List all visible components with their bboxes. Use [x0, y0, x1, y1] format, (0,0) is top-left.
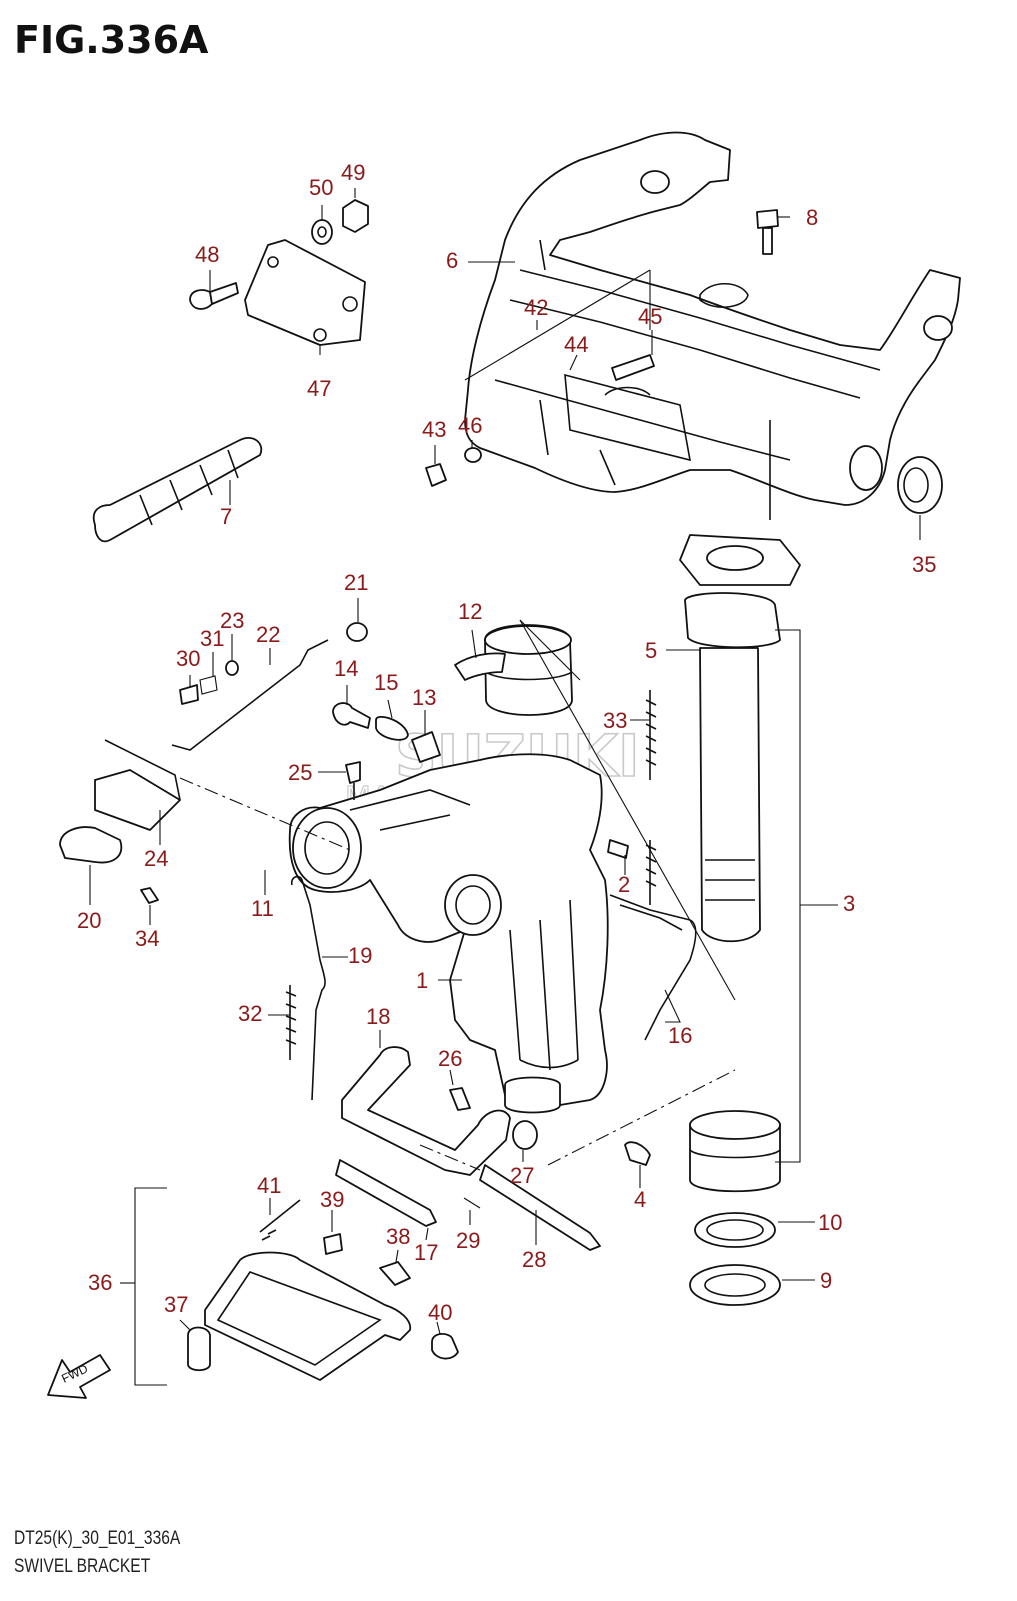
callout-2: 2: [618, 872, 630, 897]
callout-24: 24: [144, 846, 168, 871]
callout-1: 1: [416, 968, 428, 993]
part-47-plate: [189, 199, 369, 346]
part-36-tilt-lever: [187, 1199, 459, 1381]
callout-17: 17: [414, 1240, 438, 1265]
callout-49: 49: [341, 160, 365, 185]
part-19-rod: [285, 875, 326, 1101]
part-7-grip: [92, 437, 263, 543]
callout-43: 43: [422, 417, 446, 442]
leader-lines: [89, 188, 921, 1386]
part-24-bracket: [59, 739, 181, 904]
callout-4: 4: [634, 1187, 646, 1212]
callout-25: 25: [288, 760, 312, 785]
callout-12: 12: [458, 599, 482, 624]
callout-6: 6: [446, 248, 458, 273]
callout-46: 46: [458, 413, 482, 438]
callout-10: 10: [818, 1210, 842, 1235]
diagram-code: DT25(K)_30_E01_336A: [14, 1528, 181, 1549]
part-5-steering-shaft: [679, 534, 801, 943]
callout-35: 35: [912, 552, 936, 577]
callout-42: 42: [524, 295, 548, 320]
callout-8: 8: [806, 205, 818, 230]
figure-title: FIG.336A: [14, 18, 209, 62]
construction-lines: [179, 269, 736, 1171]
callout-3: 3: [843, 891, 855, 916]
callout-48: 48: [195, 242, 219, 267]
callout-33: 33: [603, 708, 627, 733]
part-4-cap: [624, 1141, 651, 1166]
part-35-grommet: [897, 456, 943, 514]
callout-28: 28: [522, 1247, 546, 1272]
part-8-bolt: [425, 209, 779, 487]
callout-7: 7: [220, 504, 232, 529]
callout-39: 39: [320, 1187, 344, 1212]
callout-38: 38: [386, 1224, 410, 1249]
callout-29: 29: [456, 1228, 480, 1253]
callout-50: 50: [309, 175, 333, 200]
diagram-name: SWIVEL BRACKET: [14, 1556, 151, 1577]
callout-26: 26: [438, 1046, 462, 1071]
callout-30: 30: [176, 646, 200, 671]
part-18-lever: [335, 1046, 601, 1251]
callout-13: 13: [412, 685, 436, 710]
fwd-arrow: FWD: [47, 1354, 111, 1399]
part-13-bolts: [332, 702, 441, 800]
part-1-swivel-bracket: [288, 753, 609, 1114]
callout-27: 27: [510, 1163, 534, 1188]
callout-41: 41: [257, 1173, 281, 1198]
callout-32: 32: [238, 1001, 262, 1026]
callout-11: 11: [251, 896, 274, 921]
callout-44: 44: [564, 332, 588, 357]
callout-9: 9: [820, 1268, 832, 1293]
callout-14: 14: [334, 656, 358, 681]
callout-22: 22: [256, 622, 280, 647]
callout-31: 31: [200, 626, 224, 651]
callout-labels: 1 2 3 4 5 6 7 8 9 10 11 12 13 14 15 16 1…: [77, 160, 936, 1325]
callout-45: 45: [638, 304, 662, 329]
callout-40: 40: [428, 1300, 452, 1325]
part-bushings: [484, 624, 781, 1306]
callout-36: 36: [88, 1270, 112, 1295]
part-6-upper-bracket: [464, 131, 961, 520]
callout-23: 23: [220, 608, 244, 633]
part-12-clip: [454, 652, 506, 681]
callout-20: 20: [77, 908, 101, 933]
callout-5: 5: [645, 638, 657, 663]
part-22-rod: [171, 622, 368, 751]
callout-37: 37: [164, 1292, 188, 1317]
callout-21: 21: [344, 570, 368, 595]
callout-16: 16: [668, 1023, 692, 1048]
callout-19: 19: [348, 943, 372, 968]
callout-47: 47: [307, 376, 331, 401]
callout-34: 34: [135, 926, 159, 951]
callout-18: 18: [366, 1004, 390, 1029]
callout-15: 15: [374, 670, 398, 695]
